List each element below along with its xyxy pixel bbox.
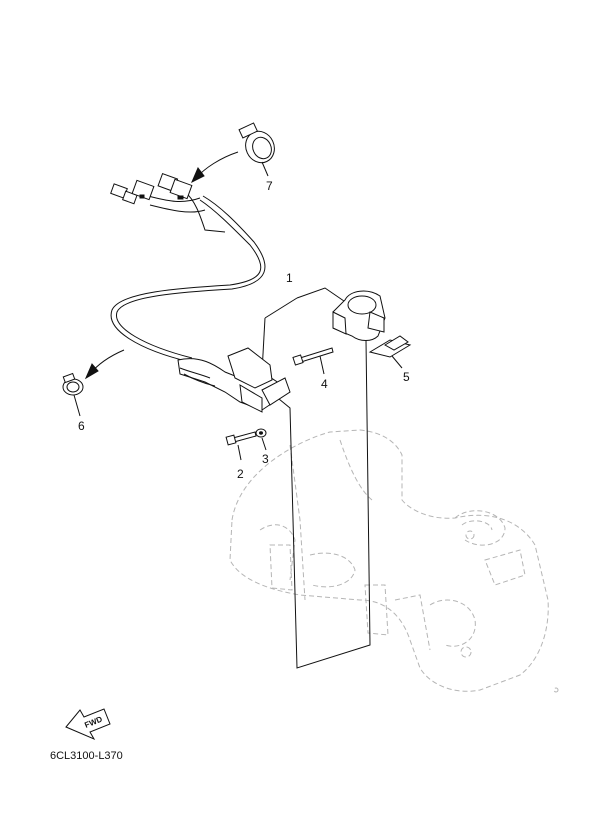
callout-2: 2 xyxy=(237,467,244,481)
clamp-part-6 xyxy=(62,372,84,396)
callout-1: 1 xyxy=(286,271,293,285)
leader-lines xyxy=(73,161,403,461)
callout-4: 4 xyxy=(321,377,328,391)
trim-sensor-cam xyxy=(332,290,386,341)
assembly-arrows xyxy=(84,151,239,380)
wiring-harness xyxy=(110,172,266,363)
bolt-part-2 xyxy=(225,431,257,446)
callout-3: 3 xyxy=(262,452,269,466)
trim-sensor-body xyxy=(177,347,291,413)
bolt-part-4 xyxy=(292,347,334,366)
bracket-ghost-outline xyxy=(229,429,559,693)
clamp-part-7 xyxy=(238,122,275,164)
callout-7: 7 xyxy=(266,179,273,193)
plate-part-5 xyxy=(368,335,412,358)
reference-lines xyxy=(261,287,371,669)
callout-6: 6 xyxy=(78,419,85,433)
callout-5: 5 xyxy=(403,370,410,384)
washer-part-3 xyxy=(255,428,267,438)
fwd-direction-marker: FWD xyxy=(65,708,111,741)
drawing-code: 6CL3100-L370 xyxy=(50,750,123,762)
